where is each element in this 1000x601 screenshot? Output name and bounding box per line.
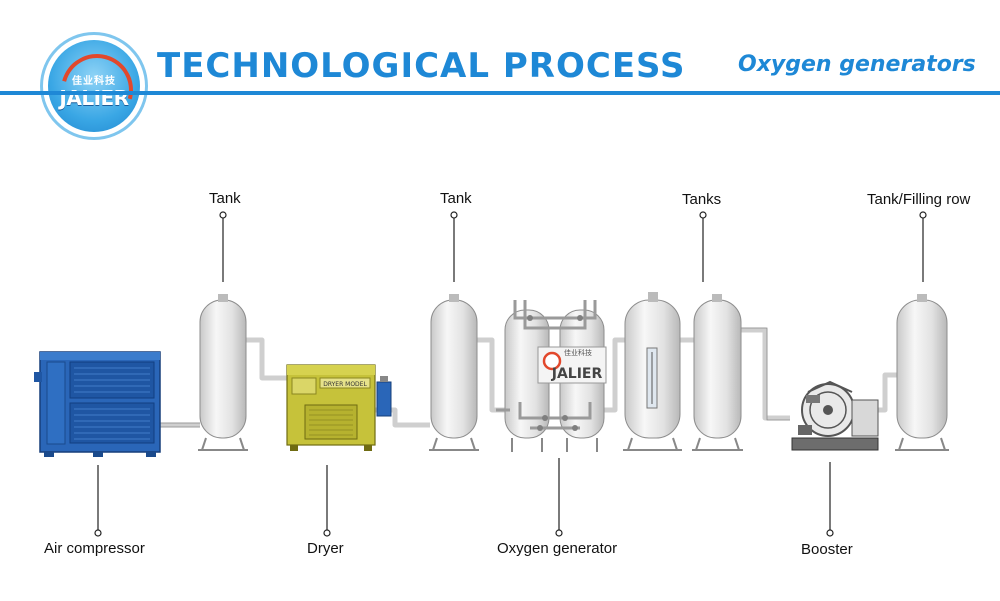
tank-filling-row [895,294,949,451]
dryer: DRYER MODEL [286,364,392,451]
label-tank-2: Tank [440,190,472,207]
label-tank-filling-row: Tank/Filling row [867,191,971,208]
dryer-plate-text: DRYER MODEL [323,381,367,388]
label-air-compressor: Air compressor [44,540,145,557]
tank-1 [198,294,248,451]
tanks-pair [623,292,743,451]
connecting-pipes [160,327,897,428]
air-compressor [34,351,161,457]
page-subtitle: Oxygen generators [738,52,976,77]
page-title: TECHNOLOGICAL PROCESS [157,46,686,86]
jalier-logo: 佳业科技 JALIER [40,32,148,140]
label-tanks: Tanks [682,191,722,208]
pipe-outlines [160,327,790,428]
tank-2 [429,294,479,451]
label-tank-1: Tank [209,190,241,207]
label-booster: Booster [801,541,853,558]
oxygen-generator: 佳业科技 JALIER [496,300,607,452]
label-dryer: Dryer [307,540,344,557]
label-oxygen-generator: Oxygen generator [497,540,618,557]
generator-logo-cn: 佳业科技 [564,348,592,357]
generator-logo-text: JALIER [551,366,603,382]
page-header: 佳业科技 JALIER TECHNOLOGICAL PROCESS Oxygen… [0,0,1000,150]
logo-text: JALIER [59,86,129,110]
booster [791,380,879,451]
leader-lines [94,211,927,537]
logo-badge: 佳业科技 JALIER [47,40,147,140]
header-divider [0,91,1000,95]
logo-cn-text: 佳业科技 [72,76,116,87]
